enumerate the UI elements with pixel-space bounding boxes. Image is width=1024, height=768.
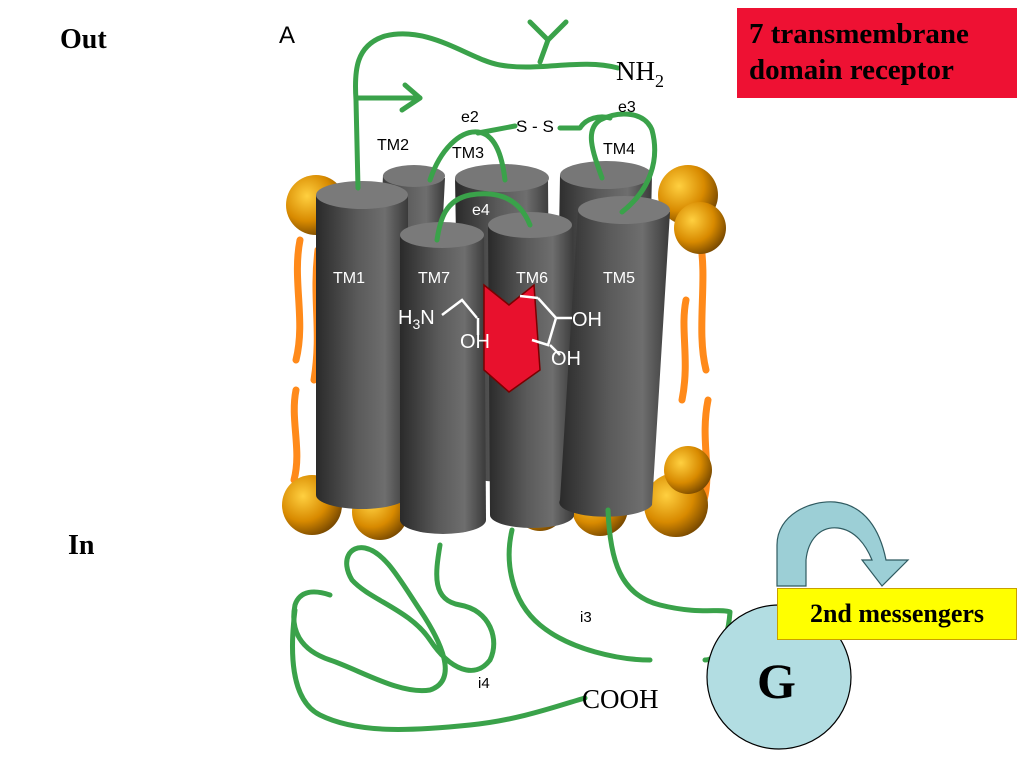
ligand-oh-1: OH [460,331,490,353]
label-tm5: TM5 [603,270,635,287]
label-in: In [68,530,95,561]
label-e4: e4 [472,202,490,219]
label-tm7: TM7 [418,270,450,287]
label-tm3: TM3 [452,145,484,162]
label-i4: i4 [478,675,490,692]
ligand-amine: H3N [398,307,435,332]
label-tm6: TM6 [516,270,548,287]
label-out: Out [60,24,107,55]
ligand-arrow [483,283,541,393]
title-line-1: 7 transmembrane [749,18,969,50]
label-e2: e2 [461,109,479,126]
ligand-oh-2: OH [572,309,602,331]
curved-arrow [776,501,910,587]
helix-tm7 [400,222,486,534]
g-protein-label: G [757,653,796,709]
label-tm2: TM2 [377,137,409,154]
loops [290,19,733,732]
label-disulfide: S - S [516,117,554,136]
title-box: 7 transmembrane domain receptor [737,8,1017,98]
panel-letter: A [279,22,295,49]
label-i3: i3 [580,609,592,626]
label-tm4: TM4 [603,141,635,158]
label-c-terminus: COOH [582,684,659,714]
label-e3: e3 [618,99,636,116]
second-messengers-box: 2nd messengers [777,588,1017,640]
label-tm1: TM1 [333,270,365,287]
helix-tm1 [316,181,408,509]
label-n-terminus: NH2 [616,56,664,91]
title-line-2: domain receptor [749,54,954,86]
ligand-structure [441,294,572,356]
ligand-oh-3: OH [551,348,581,370]
